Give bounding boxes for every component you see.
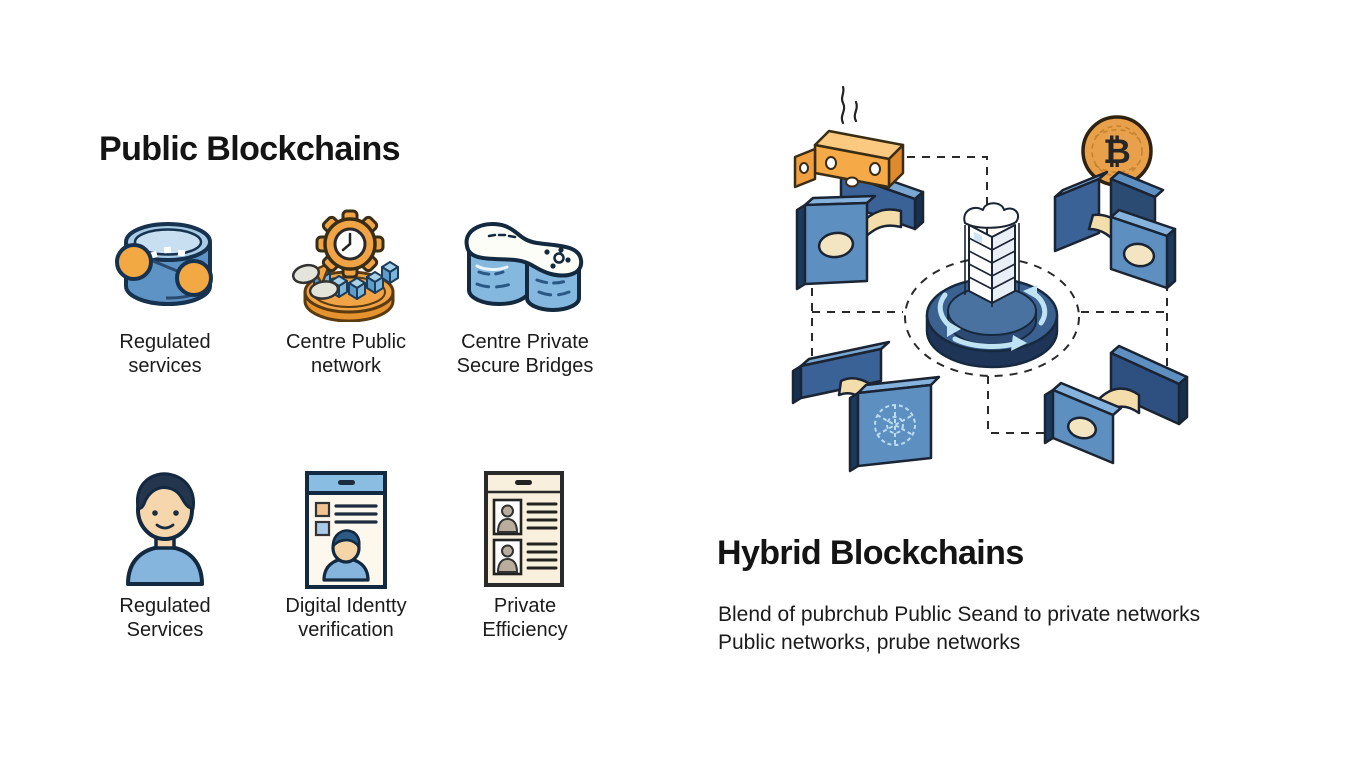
hot-block-icon bbox=[793, 85, 905, 189]
network-barrel-icon bbox=[115, 222, 213, 306]
document-photos-icon bbox=[484, 471, 564, 587]
label-regulated-services-2: Regulated Services bbox=[119, 595, 211, 642]
id-card-icon bbox=[305, 471, 387, 589]
gear-clock-platform-icon bbox=[291, 209, 399, 322]
label-regulated-services-1: Regulated services bbox=[119, 331, 211, 378]
person-avatar-icon bbox=[126, 472, 204, 586]
public-blockchains-title: Public Blockchains bbox=[99, 130, 401, 168]
label-centre-public-network: Centre Public network bbox=[285, 331, 407, 378]
bitcoin-symbol: ₿ bbox=[1103, 132, 1131, 172]
hybrid-blockchains-description: Blend of pubrchub Public Seand to privat… bbox=[718, 603, 1201, 654]
bridge-panels-icon bbox=[1043, 344, 1189, 465]
central-tower-hub-icon bbox=[925, 202, 1059, 369]
bridge-panels-icon bbox=[793, 85, 925, 291]
hybrid-blockchains-title: Hybrid Blockchains bbox=[717, 534, 1024, 572]
bitcoin-coin-icon: ₿ bbox=[1081, 115, 1153, 187]
label-centre-private-secure-bridges: Centre Private Secure Bridges bbox=[456, 331, 594, 378]
label-digital-identity-verification: Digital Identty verification bbox=[285, 595, 407, 642]
linked-cylinders-icon bbox=[464, 222, 584, 312]
bridge-panels-icon: ₿ bbox=[1053, 115, 1177, 290]
label-private-efficiency: Private Efficiency bbox=[482, 595, 568, 642]
gear-panel-icon bbox=[791, 340, 941, 473]
hybrid-blockchain-diagram: ₿ bbox=[791, 85, 1189, 473]
